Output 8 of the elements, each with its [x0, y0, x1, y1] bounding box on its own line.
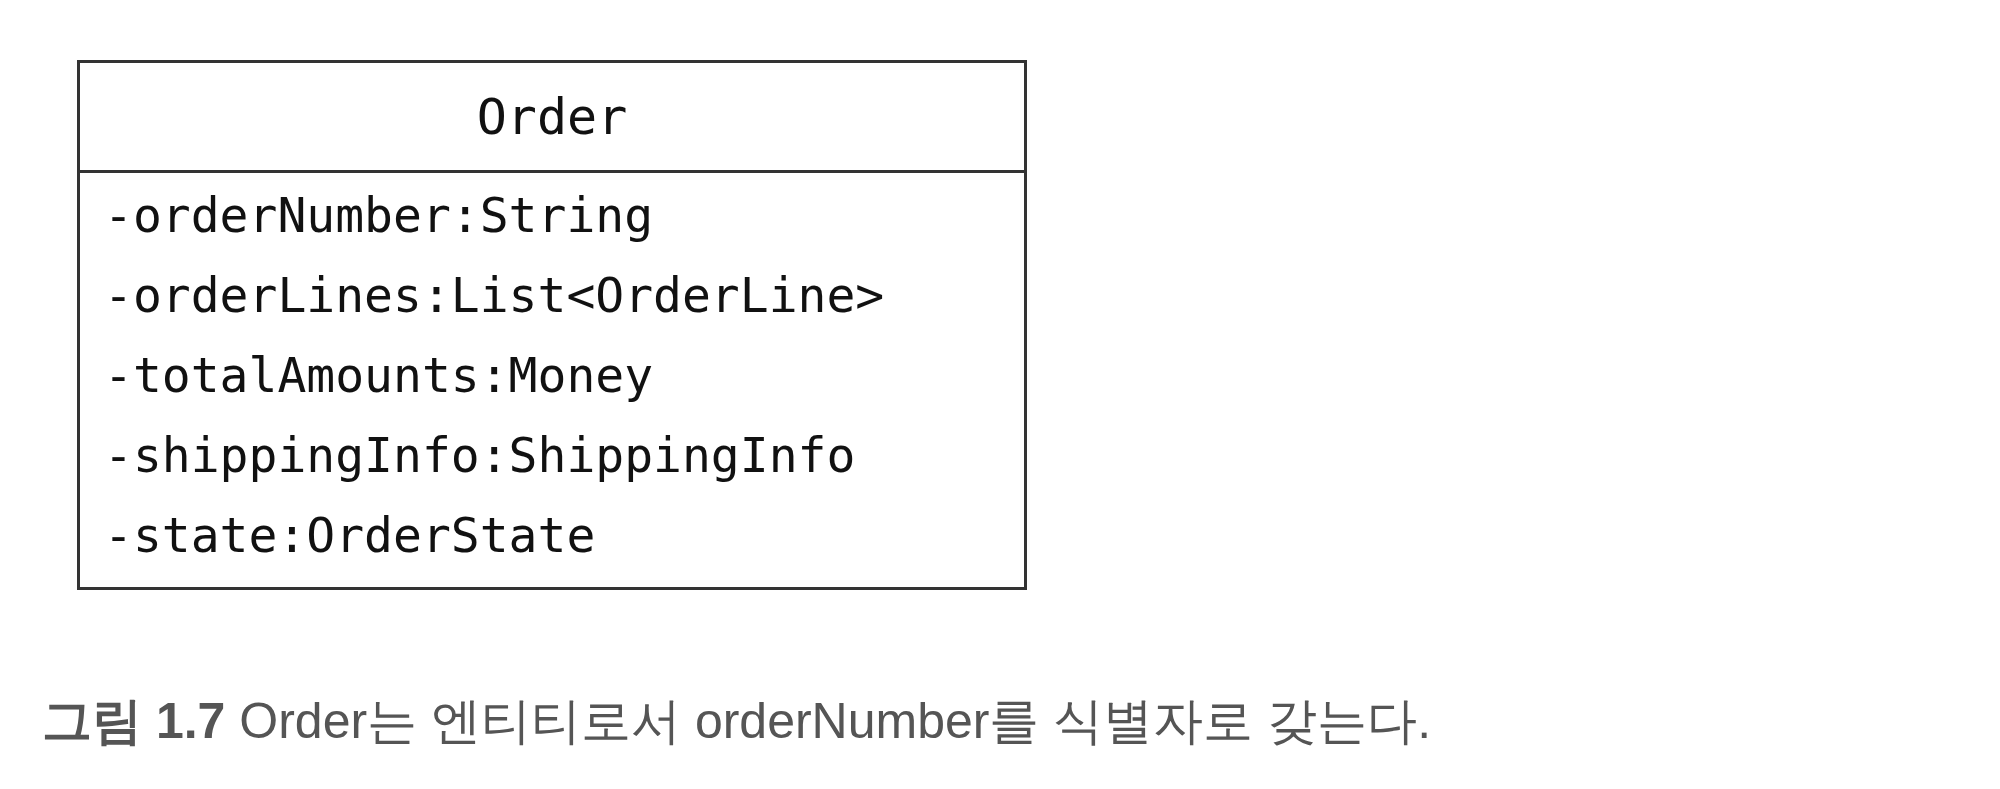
attribute-text: -shippingInfo:ShippingInfo [104, 426, 856, 485]
figure-caption: 그림 1.7 Order는 엔티티로서 orderNumber를 식별자로 갖는다. [42, 692, 1432, 751]
attribute-text: -orderNumber:String [104, 186, 654, 245]
attribute-text: -orderLines:List<OrderLine> [104, 266, 885, 325]
class-box [77, 60, 1027, 590]
attribute-text: -totalAmounts:Money [104, 346, 654, 405]
class-name: Order [476, 87, 628, 146]
attribute-text: -state:OrderState [104, 506, 596, 565]
